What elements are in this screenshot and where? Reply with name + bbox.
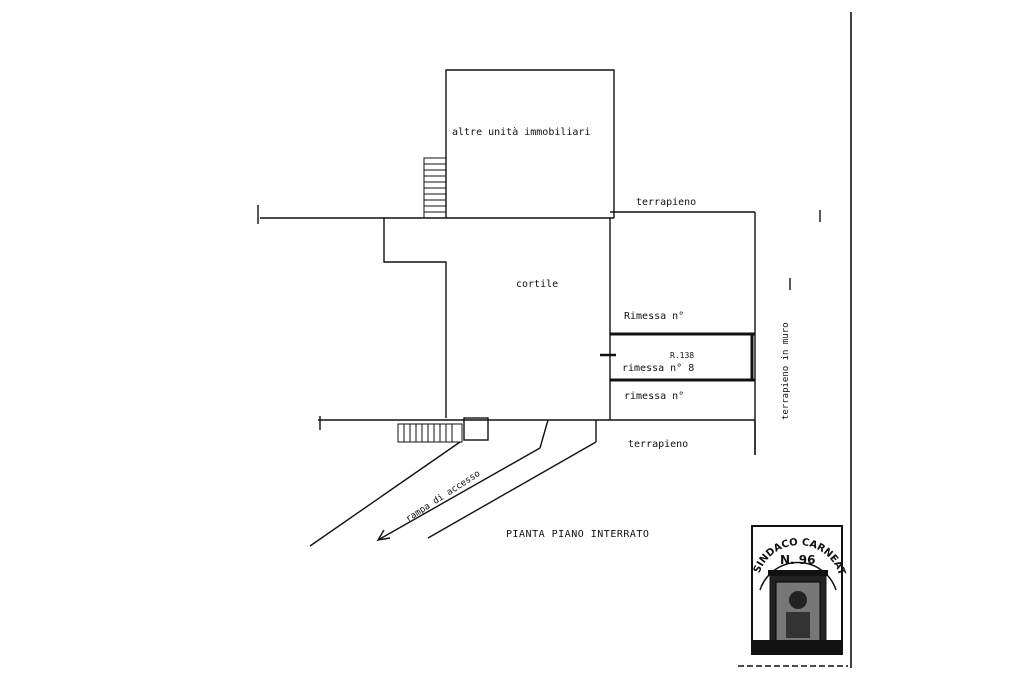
plan-walls [257,12,852,668]
label-terrapieno-vertical: terrapieno in muro [781,322,791,420]
label-rampa: rampa di accesso [404,469,482,525]
stamp-number: N. 96 [780,553,815,567]
label-rimessa-2: rimessa n° 8 [622,363,695,374]
stair-bottom [397,423,463,443]
label-rimessa-3: rimessa n° [624,391,685,402]
municipal-stamp [751,525,843,655]
label-terrapieno-bottom: terrapieno [628,439,689,450]
label-cortile: cortile [516,279,559,290]
label-terrapieno-top: terrapieno [636,197,697,208]
drawing-title: PIANTA PIANO INTERRATO [506,529,650,540]
stair-top [423,157,447,219]
label-altre-unita: altre unità immobiliari [452,127,591,138]
label-rimessa-1: Rimessa n° [624,311,685,322]
label-rimessa-2-small: R.138 [670,351,695,360]
